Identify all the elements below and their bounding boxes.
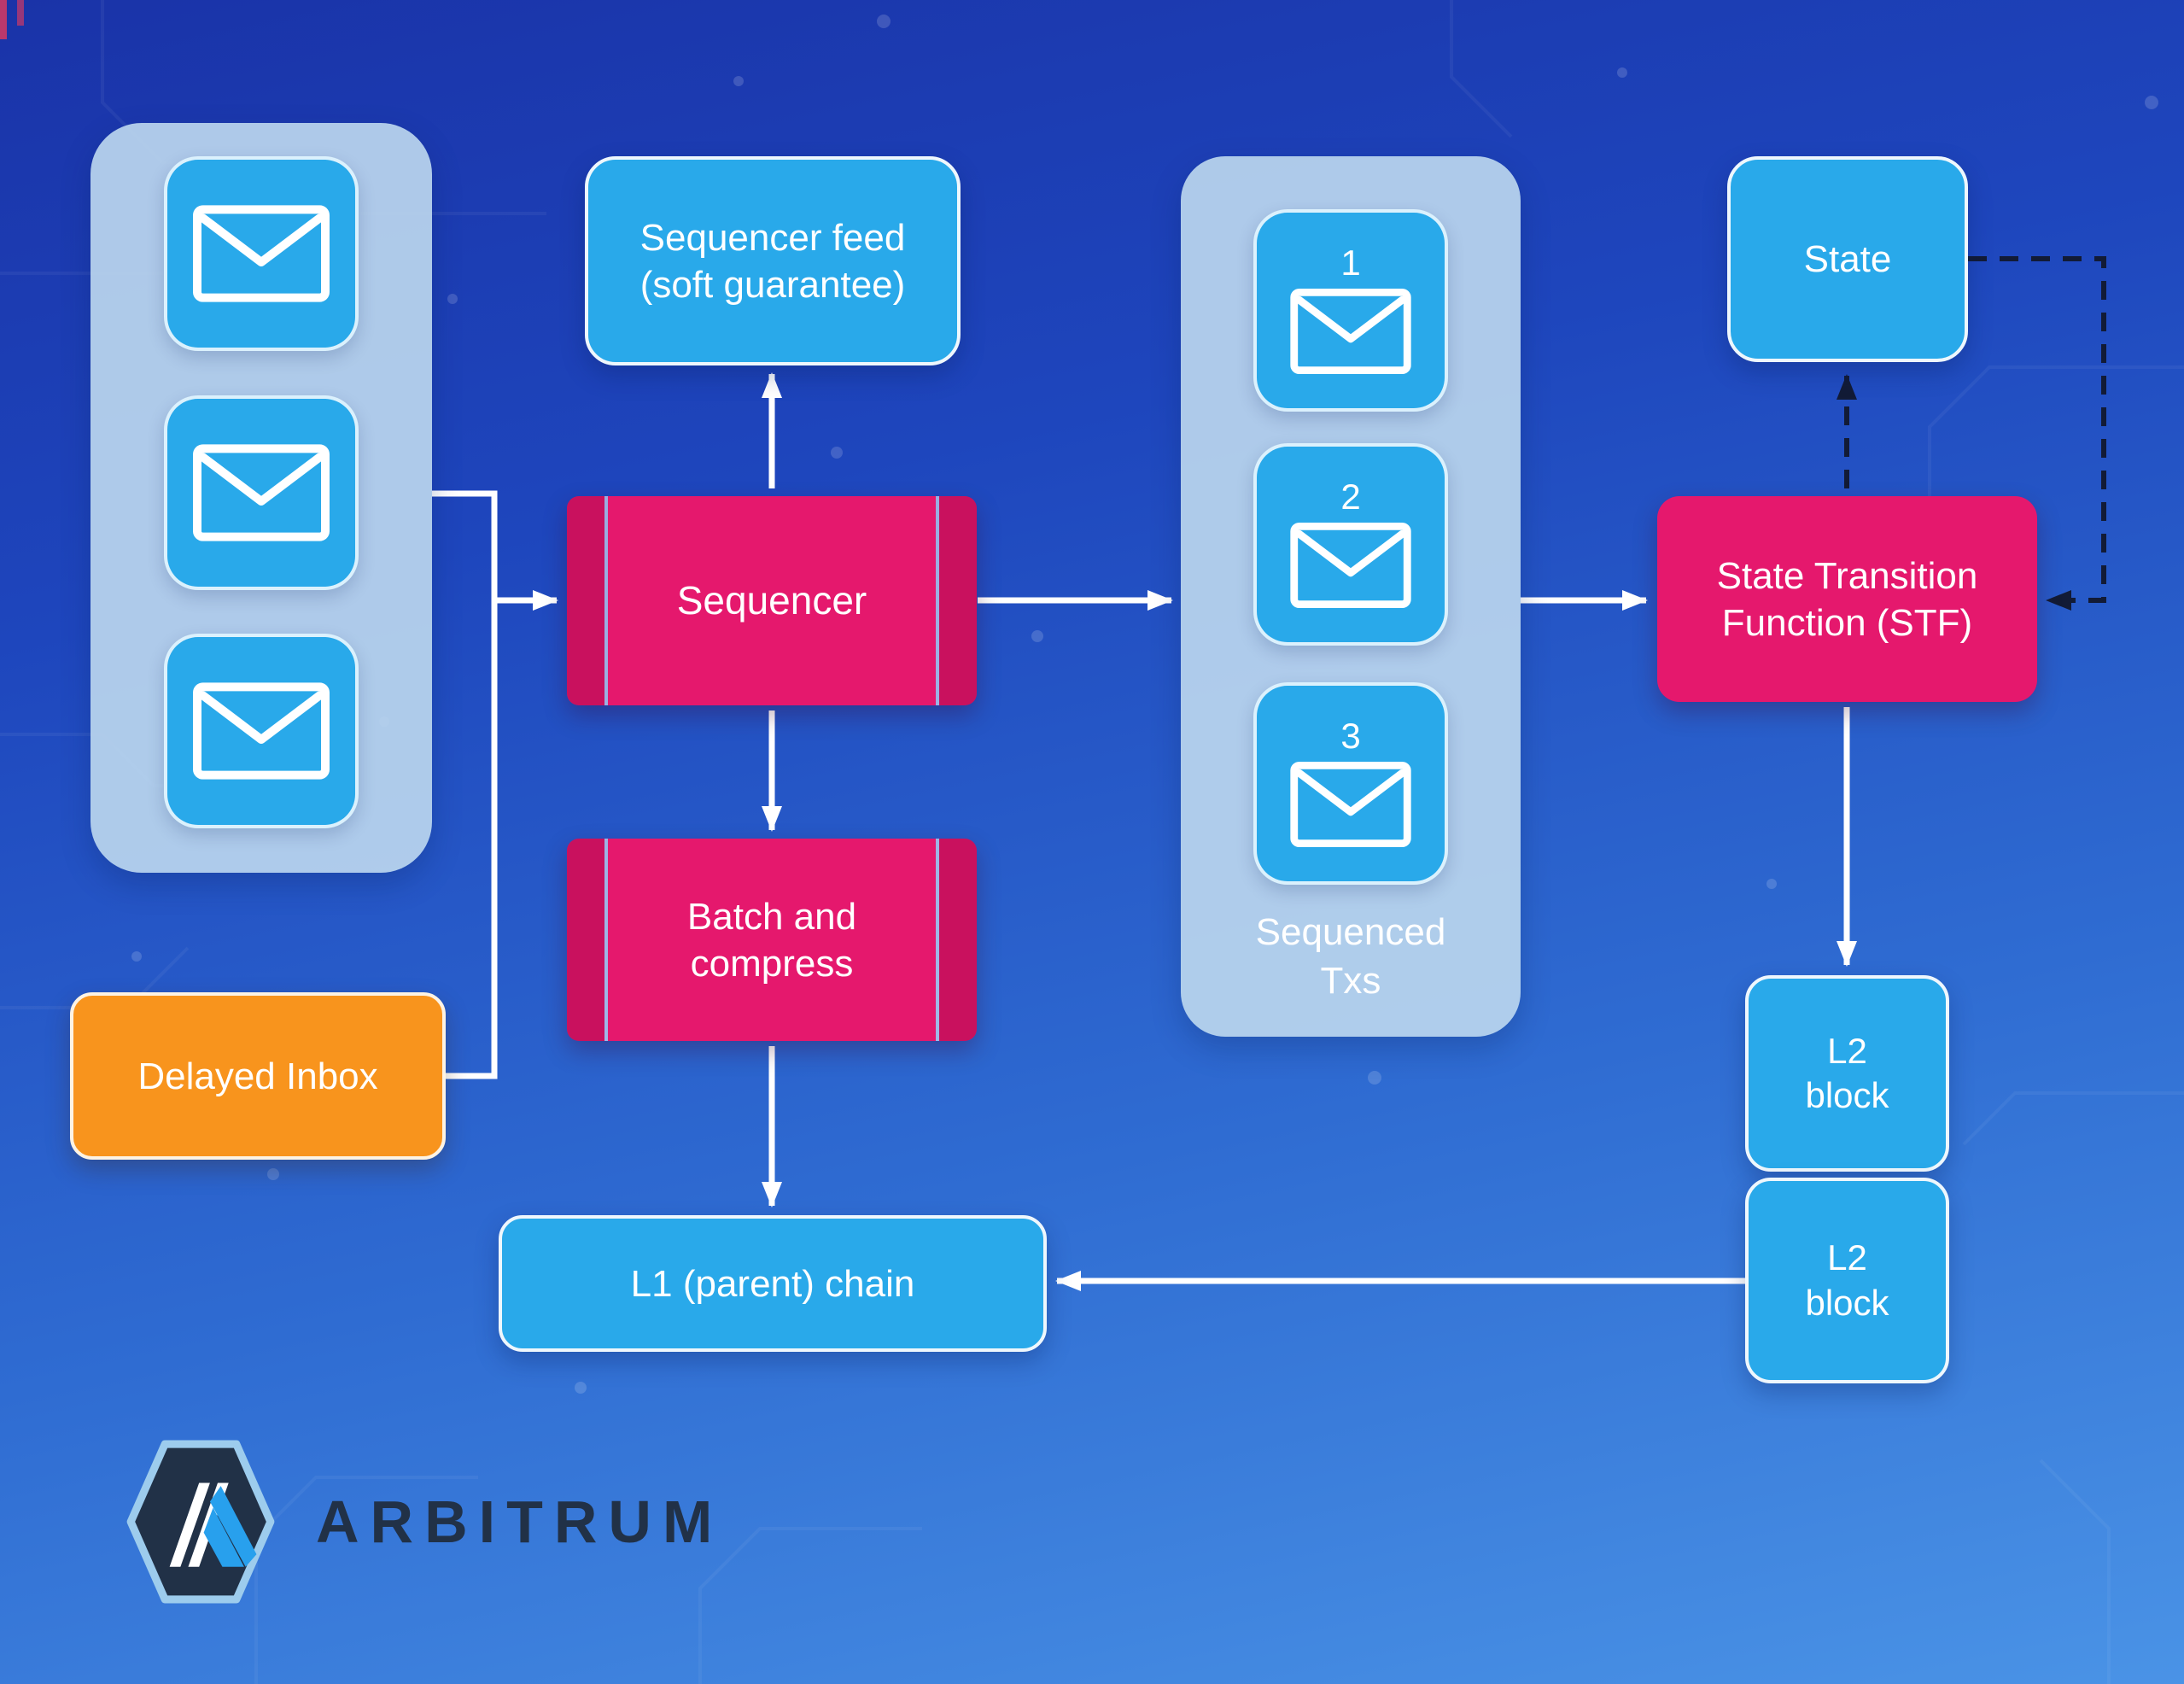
envelope-icon — [1290, 288, 1411, 374]
sequenced-tx-number: 2 — [1340, 476, 1361, 517]
envelope-icon — [1290, 522, 1411, 608]
l2-block-top-label-line2: block — [1805, 1075, 1889, 1115]
arbitrum-logo-lockup: ARBITRUM — [123, 1436, 723, 1607]
l1-chain-node: L1 (parent) chain — [499, 1215, 1047, 1352]
sequenced-tx-number: 3 — [1340, 715, 1361, 756]
l2-block-top-node: L2 block — [1745, 975, 1949, 1172]
batch-compress-label-line1: Batch and — [686, 895, 857, 938]
incoming-tx-tile — [164, 395, 359, 590]
sequenced-tx-tile: 2 — [1253, 443, 1448, 646]
envelope-icon — [193, 682, 330, 780]
sequencer-node: Sequencer — [567, 496, 977, 705]
batch-compress-label-line2: compress — [690, 942, 854, 985]
sequencer-feed-label-line2: (soft guarantee) — [639, 263, 906, 306]
sequencer-label: Sequencer — [676, 577, 867, 623]
sequencer-feed-node: Sequencer feed (soft guarantee) — [585, 156, 961, 365]
sequenced-txs-caption: Sequenced Txs — [1181, 908, 1521, 1005]
state-label: State — [1803, 238, 1892, 280]
state-node: State — [1727, 156, 1968, 362]
l1-chain-label: L1 (parent) chain — [630, 1262, 915, 1305]
l2-block-bottom-label-line1: L2 — [1827, 1237, 1867, 1278]
arbitrum-logo-icon — [126, 1440, 275, 1604]
sequenced-tx-tile: 3 — [1253, 682, 1448, 885]
envelope-icon — [193, 444, 330, 541]
stf-node: State Transition Function (STF) — [1657, 496, 2037, 702]
sequencer-feed-label-line1: Sequencer feed — [639, 216, 906, 259]
dashed-arrow-state-loop-to-stf — [1968, 256, 2106, 611]
sequenced-txs-caption-line2: Txs — [1320, 960, 1381, 1003]
line-inbox-delayed-junction — [432, 490, 498, 1079]
l2-block-bottom-label-line2: block — [1805, 1282, 1889, 1323]
arbitrum-wordmark: ARBITRUM — [316, 1488, 724, 1555]
delayed-inbox-node: Delayed Inbox — [70, 992, 446, 1160]
incoming-tx-tile — [164, 156, 359, 351]
envelope-icon — [193, 205, 330, 302]
incoming-txs-group — [91, 123, 432, 873]
envelope-icon — [1290, 761, 1411, 847]
sequenced-txs-caption-line1: Sequenced — [1255, 911, 1446, 953]
sequenced-tx-number: 1 — [1340, 242, 1361, 283]
stf-label-line1: State Transition — [1716, 554, 1978, 597]
sequenced-txs-group: 1 2 3 Sequenced Txs — [1181, 156, 1521, 1037]
batch-compress-node: Batch and compress — [567, 839, 977, 1041]
sequenced-tx-tile: 1 — [1253, 209, 1448, 412]
delayed-inbox-label: Delayed Inbox — [137, 1055, 378, 1097]
incoming-tx-tile — [164, 634, 359, 828]
l2-block-bottom-node: L2 block — [1745, 1178, 1949, 1383]
l2-block-top-label-line1: L2 — [1827, 1030, 1867, 1071]
stf-label-line2: Function (STF) — [1721, 601, 1973, 644]
